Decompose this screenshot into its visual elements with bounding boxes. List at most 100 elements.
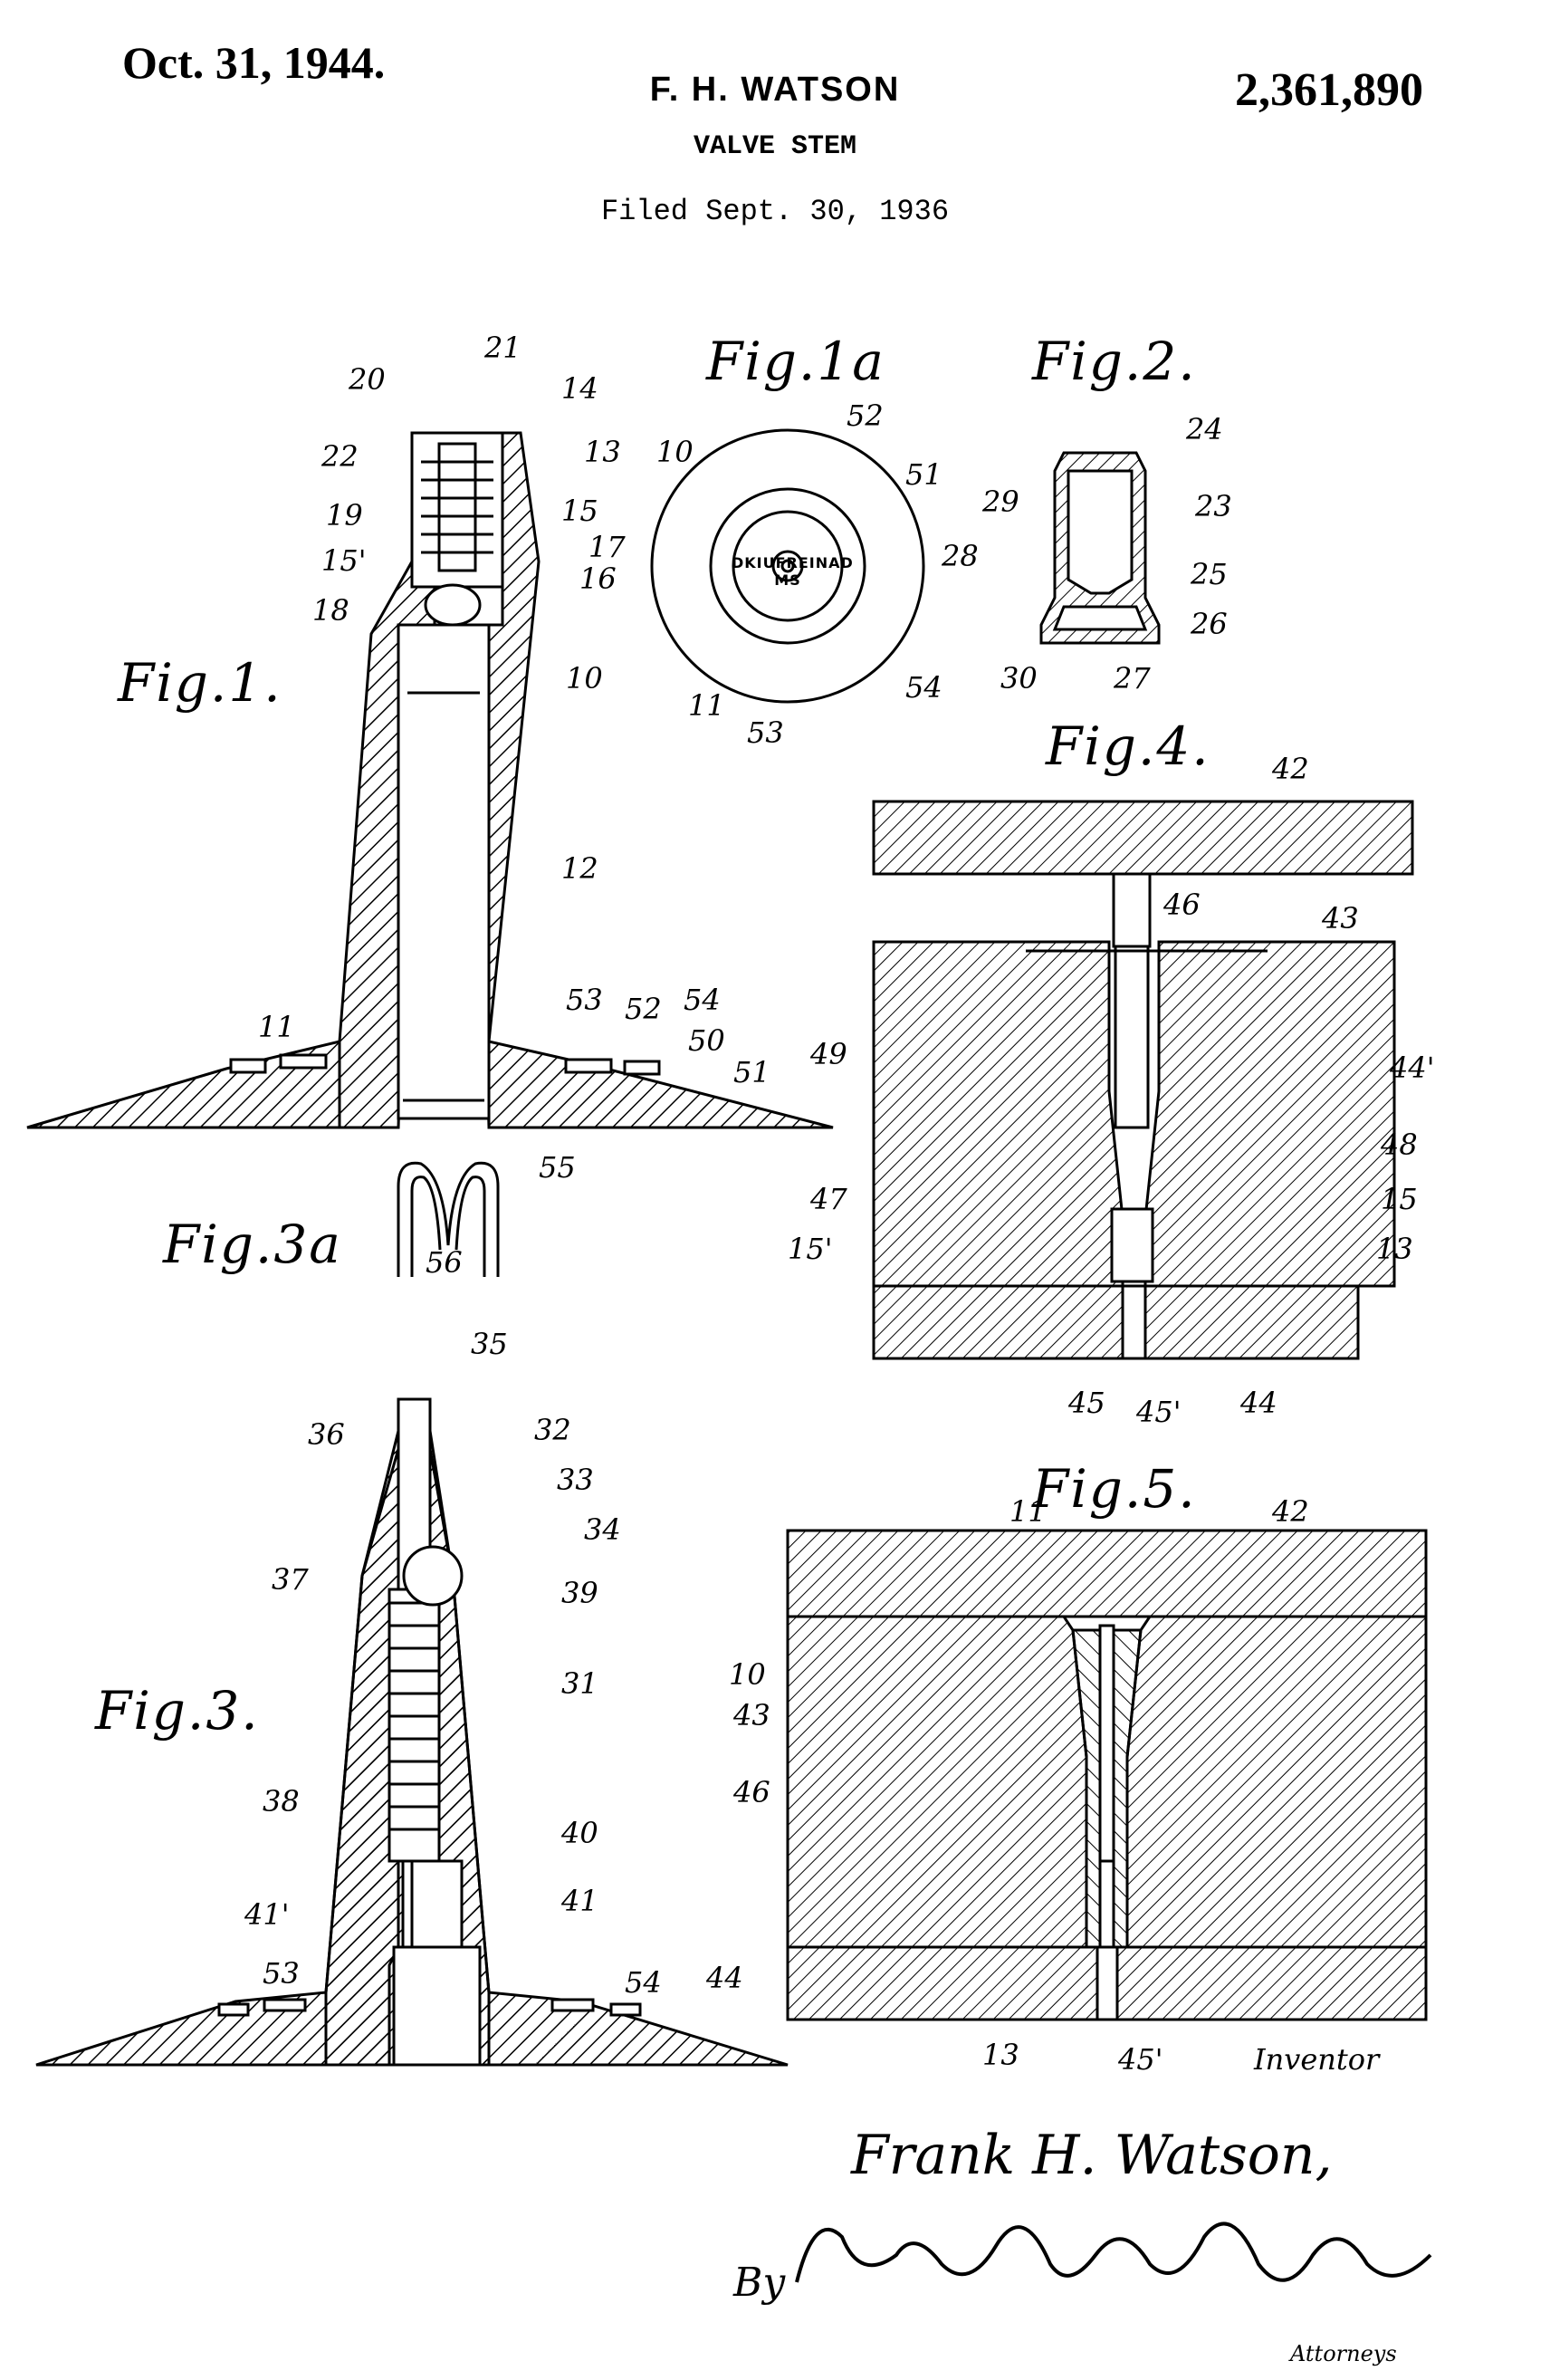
ref-label: 29 — [982, 485, 1019, 519]
attorney-signature — [795, 2222, 1432, 2283]
ref-label: 43 — [1322, 901, 1359, 936]
ref-label: 44 — [1240, 1386, 1277, 1420]
ref-label: 42 — [1272, 752, 1309, 786]
patent-number: 2,361,890 — [1235, 64, 1423, 116]
ref-label: 50 — [688, 1023, 725, 1058]
ref-label: 41' — [244, 1897, 290, 1932]
fig5-drawing — [786, 1529, 1428, 2021]
ref-label: 46 — [1163, 888, 1201, 922]
fig2-drawing — [1039, 451, 1161, 645]
ref-label: 23 — [1195, 489, 1232, 523]
ref-label: 55 — [539, 1150, 576, 1185]
ref-label: 15 — [1381, 1182, 1418, 1216]
ref-label: 45' — [1136, 1395, 1182, 1429]
fig3a-label: Fig.3a — [163, 1214, 342, 1275]
ref-label: 35 — [471, 1327, 508, 1361]
ref-label: 40 — [561, 1816, 598, 1850]
ref-label: 34 — [584, 1512, 621, 1547]
ref-label: 52 — [625, 992, 662, 1026]
ref-label: 38 — [263, 1784, 300, 1819]
ref-label: 26 — [1191, 607, 1228, 641]
ref-label: 45' — [1118, 2042, 1163, 2077]
ref-label: 43 — [733, 1698, 770, 1732]
ref-label: 22 — [321, 439, 359, 474]
ref-label: 11 — [258, 1010, 295, 1044]
ref-label: 52 — [847, 398, 884, 433]
ref-label: 54 — [905, 670, 942, 705]
fig1a-ring-text: DKIUFREINAD MS — [732, 554, 854, 589]
fig1-bore — [397, 623, 491, 1120]
ref-label: 51 — [733, 1055, 770, 1089]
fig1a-label: Fig.1a — [706, 331, 885, 392]
ref-label: 10 — [729, 1657, 766, 1692]
ref-label: 31 — [561, 1666, 598, 1701]
fig1-drawing — [26, 431, 834, 1129]
inventor-short-name: F. H. WATSON — [649, 71, 901, 109]
filed-date: Filed Sept. 30, 1936 — [600, 195, 950, 228]
ref-label: 36 — [308, 1417, 345, 1452]
ref-label: 15' — [788, 1232, 833, 1266]
ref-label: 42 — [1272, 1494, 1309, 1529]
ref-label: 39 — [561, 1576, 598, 1610]
ref-label: 17 — [588, 530, 626, 564]
ref-label: 10 — [566, 661, 603, 696]
ref-label: 46 — [733, 1775, 770, 1809]
ref-label: 20 — [349, 362, 386, 397]
ref-label: 53 — [747, 715, 784, 750]
patent-title: VALVE STEM — [693, 131, 857, 162]
ref-label: 15 — [561, 494, 598, 528]
fig4-label: Fig.4. — [1046, 715, 1210, 777]
inventor-signature: Frank H. Watson, — [851, 2124, 1333, 2187]
ref-label: 44 — [706, 1961, 743, 1995]
fig1-label: Fig.1. — [118, 652, 282, 714]
fig1-flange-right — [487, 1040, 834, 1129]
ref-label: 37 — [272, 1562, 309, 1597]
fig1-spring — [421, 460, 493, 554]
fig1-ball — [424, 583, 482, 627]
fig3-label: Fig.3. — [95, 1680, 260, 1742]
ref-label: 11 — [688, 688, 725, 723]
ref-label: 53 — [263, 1956, 300, 1991]
ref-label: 21 — [484, 331, 521, 365]
ref-label: 24 — [1186, 412, 1223, 446]
patent-date: Oct. 31, 1944. — [122, 37, 386, 88]
ref-label: 33 — [557, 1463, 594, 1497]
fig1a-drawing — [650, 428, 925, 704]
ref-label: 48 — [1381, 1128, 1418, 1162]
ref-label: 56 — [426, 1245, 463, 1280]
ref-label: 10 — [656, 435, 694, 469]
ref-label: 44' — [1390, 1051, 1435, 1085]
ref-label: 54 — [684, 983, 721, 1017]
fig2-label: Fig.2. — [1032, 331, 1197, 392]
ref-label: 30 — [1000, 661, 1038, 696]
ref-label: 13 — [982, 2038, 1019, 2072]
ref-label: 18 — [312, 593, 349, 628]
ref-label: 53 — [566, 983, 603, 1017]
fig3a-drawing — [397, 1161, 500, 1277]
ref-label: 51 — [905, 457, 942, 492]
ref-label: 12 — [561, 851, 598, 886]
ref-label: 13 — [1376, 1232, 1413, 1266]
ref-label: 15' — [321, 543, 367, 578]
ref-label: 27 — [1114, 661, 1151, 696]
ref-label: 19 — [326, 498, 363, 533]
inventor-label: Inventor — [1254, 2042, 1380, 2077]
ref-label: 25 — [1191, 557, 1228, 591]
ref-label: 41 — [561, 1884, 598, 1918]
ref-label: 14 — [561, 371, 598, 406]
ref-label: 49 — [810, 1037, 847, 1071]
fig4-drawing — [872, 800, 1414, 1360]
ref-label: 11 — [1009, 1494, 1047, 1529]
ref-label: 45 — [1068, 1386, 1105, 1420]
ref-label: 13 — [584, 435, 621, 469]
ref-label: 47 — [810, 1182, 847, 1216]
fig5-label: Fig.5. — [1032, 1458, 1197, 1520]
ref-label: 54 — [625, 1965, 662, 2000]
by-label: By — [733, 2260, 786, 2306]
fig3-drawing — [35, 1397, 789, 2067]
attorneys-label: Attorneys — [1290, 2341, 1397, 2366]
ref-label: 32 — [534, 1413, 571, 1447]
ref-label: 28 — [942, 539, 979, 573]
ref-label: 16 — [579, 561, 617, 596]
